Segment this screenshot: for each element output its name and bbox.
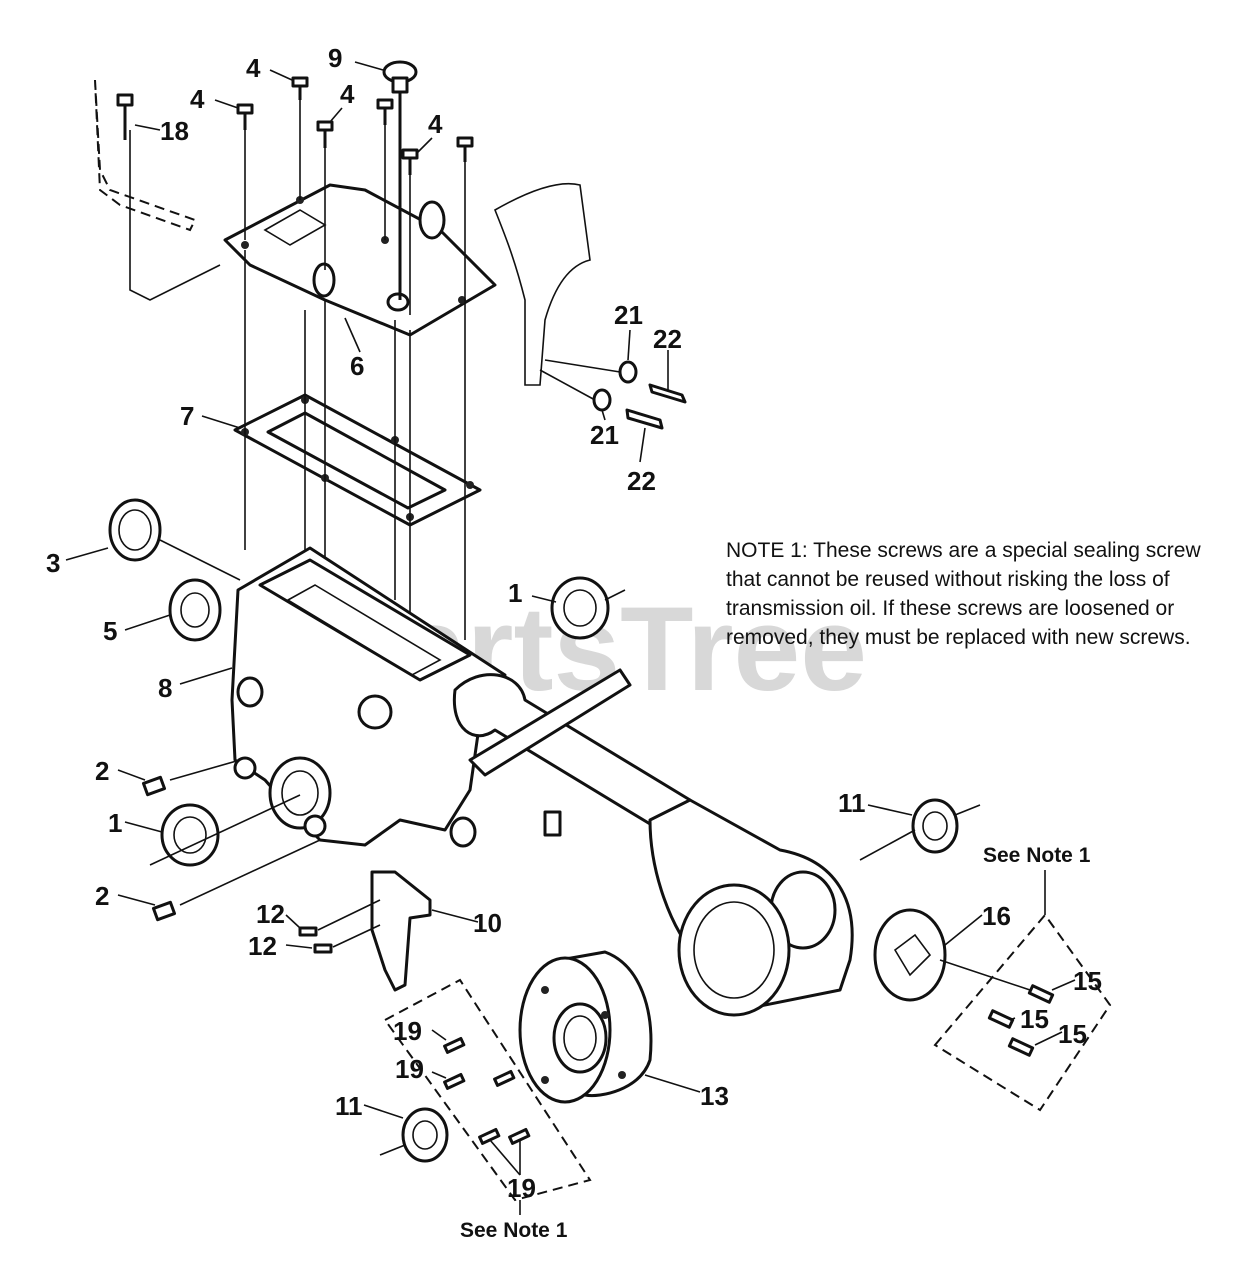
- shift-decal: [493, 182, 591, 386]
- callout-4a: 4: [246, 53, 261, 83]
- callout-4b: 4: [190, 84, 205, 114]
- see-note-label-right: See Note 1: [983, 844, 1091, 867]
- note-line: NOTE 1: These screws are a special seali…: [726, 539, 1201, 562]
- callout-16: 16: [982, 901, 1011, 931]
- callout-21a: 21: [614, 300, 643, 330]
- part-16-plate: [873, 908, 947, 1002]
- part-9-breather: [382, 60, 418, 300]
- callout-13: 13: [700, 1081, 729, 1111]
- note-boxes: [383, 870, 1112, 1215]
- callout-10: 10: [473, 908, 502, 938]
- callout-9: 9: [328, 43, 342, 73]
- callout-18: 18: [160, 116, 189, 146]
- callout-6: 6: [350, 351, 364, 381]
- callout-22b: 22: [627, 466, 656, 496]
- callout-1a: 1: [508, 578, 522, 608]
- leader-lines: [65, 61, 1076, 1176]
- part-4-bolts: [236, 76, 474, 315]
- callout-numbers: 4 9 4 4 18 4 6 7 21 22 21 22 3 5 8 1 2 1…: [46, 43, 1102, 1203]
- callout-19c: 19: [507, 1173, 536, 1203]
- callout-15a: 15: [1073, 966, 1102, 996]
- callout-21b: 21: [590, 420, 619, 450]
- gear-housing-right: [648, 798, 854, 1017]
- parts-21-22-screws: [539, 359, 687, 430]
- see-note-label-bottom: See Note 1: [460, 1219, 568, 1242]
- callout-3: 3: [46, 548, 60, 578]
- callout-4d: 4: [428, 109, 443, 139]
- note-1-text: NOTE 1: These screws are a special seali…: [726, 536, 1236, 652]
- note-line: removed, they must be replaced with new …: [726, 626, 1191, 649]
- part-6-cover-plate: [223, 183, 497, 337]
- callout-15c: 15: [1058, 1019, 1087, 1049]
- part-10-bracket: [370, 870, 432, 992]
- callout-2b: 2: [95, 881, 109, 911]
- note-line: transmission oil. If these screws are lo…: [726, 597, 1175, 620]
- part-18-bracket: [94, 79, 221, 301]
- note-line: that cannot be reused without risking th…: [726, 568, 1170, 591]
- callout-19a: 19: [393, 1016, 422, 1046]
- callout-8: 8: [158, 673, 172, 703]
- callout-7: 7: [180, 401, 194, 431]
- small-screws: [141, 759, 1055, 1145]
- callout-11b: 11: [335, 1091, 363, 1121]
- callout-1b: 1: [108, 808, 122, 838]
- callout-11a: 11: [838, 788, 866, 818]
- part-8-housing: [230, 546, 507, 848]
- callout-2a: 2: [95, 756, 109, 786]
- part-7-gasket: [233, 393, 482, 527]
- callout-12b: 12: [248, 931, 277, 961]
- part-13-side-cover: [518, 950, 653, 1104]
- callout-4c: 4: [340, 79, 355, 109]
- callout-12a: 12: [256, 899, 285, 929]
- callout-15b: 15: [1020, 1004, 1049, 1034]
- callout-19b: 19: [395, 1054, 424, 1084]
- seals-and-bearings: [108, 498, 981, 1163]
- callout-22a: 22: [653, 324, 682, 354]
- callout-5: 5: [103, 616, 117, 646]
